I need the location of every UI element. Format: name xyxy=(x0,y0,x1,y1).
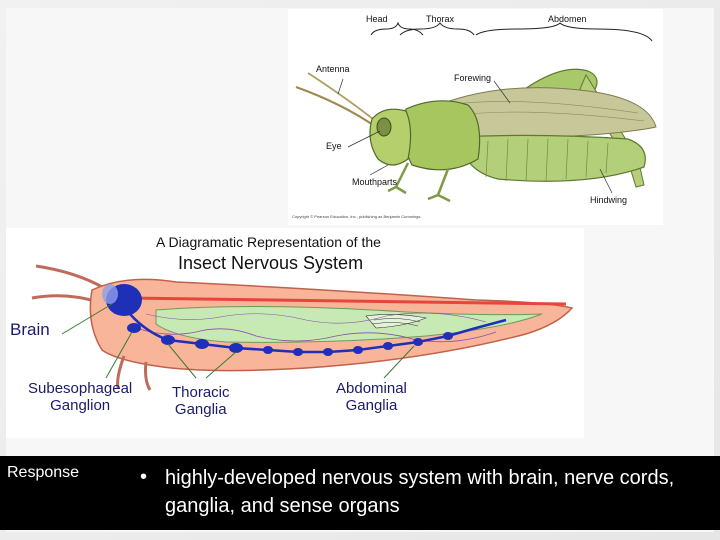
ns-thoracic-ganglion-2 xyxy=(195,339,209,349)
label-thoracic-ganglia: Thoracic Ganglia xyxy=(172,384,230,418)
ns-abdominal-ganglion-6 xyxy=(413,338,423,346)
middle-leg xyxy=(427,168,451,203)
copyright-note: Copyright © Pearson Education, Inc., pub… xyxy=(292,214,422,219)
label-mouthparts: Mouthparts xyxy=(352,177,398,187)
ns-abdominal-ganglion-3 xyxy=(323,348,333,356)
antenna-right xyxy=(307,72,379,124)
ns-abdominal-ganglion-5 xyxy=(383,342,393,350)
ns-antenna-lower xyxy=(31,294,99,304)
label-subesophageal-ganglion: Subesophageal Ganglion xyxy=(28,380,133,414)
nervous-system-diagram: A Diagramatic Representation of the Inse… xyxy=(6,228,584,438)
ns-nerve-cord xyxy=(129,313,507,354)
diagram-title-line1: A Diagramatic Representation of the xyxy=(156,234,381,250)
label-abdominal-ganglia: Abdominal Ganglia xyxy=(336,380,407,414)
label-head: Head xyxy=(366,14,388,24)
ns-coiled-gut xyxy=(365,314,428,329)
compound-eye xyxy=(376,117,392,137)
head-shape xyxy=(369,108,412,166)
label-antenna: Antenna xyxy=(316,64,350,74)
diagram-title-line2: Insect Nervous System xyxy=(178,253,364,273)
label-hindwing: Hindwing xyxy=(590,195,628,205)
abdomen-shape xyxy=(457,134,646,182)
response-label: Response xyxy=(7,464,80,481)
ns-abdominal-ganglion-7 xyxy=(443,332,453,340)
ns-thoracic-ganglion-3 xyxy=(229,343,243,353)
ns-abdominal-ganglion-1 xyxy=(263,346,273,354)
ns-dorsal-vessel xyxy=(125,296,567,306)
ns-thoracic-ganglion-1 xyxy=(161,335,175,345)
label-eye: Eye xyxy=(326,141,342,151)
label-abdomen: Abdomen xyxy=(548,14,587,24)
antenna-left xyxy=(295,85,377,128)
bullet-text: highly-developed nervous system with bra… xyxy=(165,467,675,517)
label-thorax: Thorax xyxy=(426,14,455,24)
ns-abdominal-ganglion-2 xyxy=(293,348,303,356)
nervous-system-drawing xyxy=(31,264,574,391)
front-leg xyxy=(387,162,410,195)
ns-subesophageal-ganglion xyxy=(127,323,141,333)
ns-abdominal-ganglion-4 xyxy=(353,346,363,354)
bullet-marker: • xyxy=(140,466,148,488)
thorax-bracket xyxy=(399,22,475,36)
label-brain: Brain xyxy=(10,320,50,339)
ns-antenna-upper xyxy=(35,264,105,290)
grasshopper-illustration: Head Thorax Abdomen Antenna Forewing Eye… xyxy=(288,9,663,225)
abdomen-bracket xyxy=(475,22,653,42)
label-forewing: Forewing xyxy=(454,73,492,83)
caption-band xyxy=(0,456,720,530)
grasshopper-drawing xyxy=(295,21,657,203)
thorax-shape xyxy=(402,100,481,171)
